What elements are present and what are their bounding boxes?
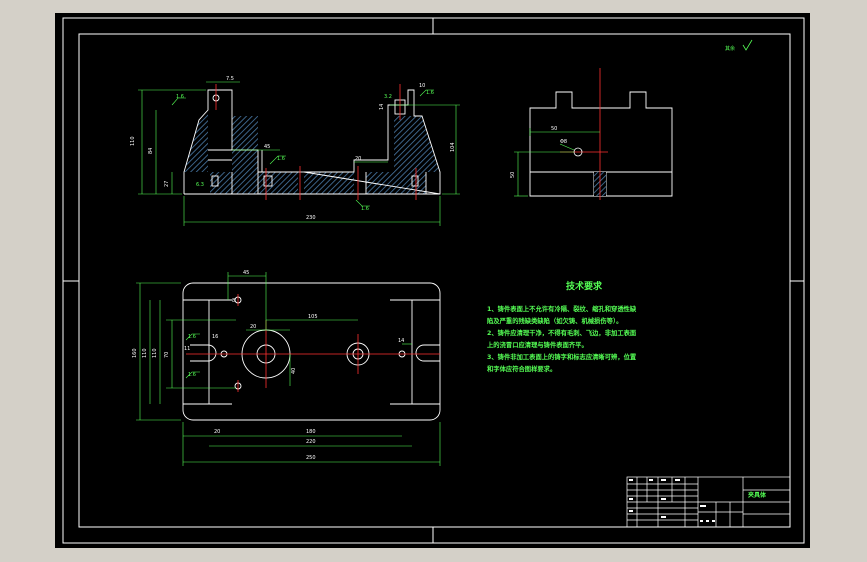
top-dim-height: 160 bbox=[132, 348, 138, 358]
tech-requirement-line-6: 和字体应符合图样要求。 bbox=[487, 364, 556, 373]
tech-requirement-line-2: 陷及严重的残缺类缺陷（如欠铸、机械损伤等）。 bbox=[487, 316, 622, 325]
front-dim-inner-height: 84 bbox=[148, 148, 154, 154]
top-roughness-b: 1.6 bbox=[188, 334, 196, 340]
front-view: 230 110 84 27 104 7.5 45 20 10 14 1.6 1.… bbox=[130, 76, 460, 226]
front-outline bbox=[183, 89, 441, 195]
top-dim-105: 105 bbox=[308, 314, 318, 320]
top-dim-8: 8 bbox=[232, 298, 235, 304]
top-dim-16: 16 bbox=[212, 334, 218, 340]
top-dim-11: 11 bbox=[184, 346, 190, 352]
top-dim-height-b: 110 bbox=[152, 348, 158, 358]
front-section-hatch bbox=[184, 110, 440, 194]
top-dim-20: 20 bbox=[250, 324, 256, 330]
top-dim-inner-b: 180 bbox=[306, 429, 316, 435]
front-roughness-d: 1.6 bbox=[361, 206, 369, 212]
roughness-note-text: 其余 bbox=[725, 45, 735, 52]
title-block-part-name: 夹具体 bbox=[748, 491, 767, 499]
top-roughness-a: 1.6 bbox=[188, 372, 196, 378]
general-roughness-note: 其余 bbox=[725, 39, 753, 52]
title-block-ticks bbox=[629, 479, 715, 522]
front-roughness-c: 1.6 bbox=[277, 156, 285, 162]
front-dim-top-right-b: 14 bbox=[379, 104, 385, 110]
title-block bbox=[626, 476, 791, 528]
front-dim-step: 20 bbox=[355, 156, 361, 162]
front-dim-right-height: 104 bbox=[450, 142, 456, 152]
front-dim-top-right-a: 10 bbox=[419, 83, 425, 89]
tech-requirement-line-5: 3、铸件非加工表面上的铸字和标志应清晰可辨，位置 bbox=[487, 352, 637, 361]
front-dim-base-height: 27 bbox=[164, 181, 170, 187]
front-dim-top-left: 7.5 bbox=[226, 76, 234, 82]
side-dim-height: 50 bbox=[510, 172, 516, 178]
technical-requirements: 技术要求 1、铸件表面上不允许有冷隔、裂纹、缩孔和穿透性缺 陷及严重的残缺类缺陷… bbox=[487, 280, 637, 373]
top-dim-width: 250 bbox=[306, 455, 316, 461]
side-dim-hole: Φ8 bbox=[560, 139, 567, 145]
top-dim-45: 45 bbox=[243, 270, 249, 276]
top-dim-height-a: 110 bbox=[142, 348, 148, 358]
tech-requirements-title: 技术要求 bbox=[566, 280, 603, 292]
tech-requirement-line-3: 2、铸件应清理干净，不得有毛刺、飞边，非加工表面 bbox=[487, 328, 637, 337]
drawing-sheet bbox=[55, 13, 810, 548]
front-centerlines bbox=[215, 84, 417, 200]
front-dimension-lines bbox=[138, 81, 460, 226]
front-roughness-b: 1.6 bbox=[426, 90, 434, 96]
front-dim-slot: 45 bbox=[264, 144, 270, 150]
side-dim-horizontal: 50 bbox=[551, 126, 557, 132]
top-dim-14: 14 bbox=[398, 338, 404, 344]
front-roughness-f: 6.3 bbox=[196, 182, 204, 188]
side-dimension-lines bbox=[514, 128, 600, 197]
top-view: 250 220 180 20 160 110 110 70 45 105 20 … bbox=[132, 270, 441, 466]
front-roughness-a: 1.6 bbox=[176, 94, 184, 100]
top-dim-40: 40 bbox=[291, 368, 297, 374]
tech-requirement-line-4: 上的浇冒口应清理与铸件表面齐平。 bbox=[487, 340, 588, 349]
top-dim-left-offset: 20 bbox=[214, 429, 220, 435]
top-centerlines bbox=[186, 294, 440, 392]
side-view: 50 Φ8 50 bbox=[510, 68, 673, 200]
top-dimension-lines bbox=[136, 272, 441, 466]
centring-marks bbox=[63, 18, 804, 543]
front-dim-height: 110 bbox=[130, 136, 136, 146]
tech-requirement-line-1: 1、铸件表面上不允许有冷隔、裂纹、缩孔和穿透性缺 bbox=[487, 304, 637, 313]
top-dim-inner-a: 220 bbox=[306, 439, 316, 445]
front-dim-width: 230 bbox=[306, 215, 316, 221]
top-dim-height-c: 70 bbox=[164, 352, 170, 358]
front-roughness-e: 3.2 bbox=[384, 94, 392, 100]
